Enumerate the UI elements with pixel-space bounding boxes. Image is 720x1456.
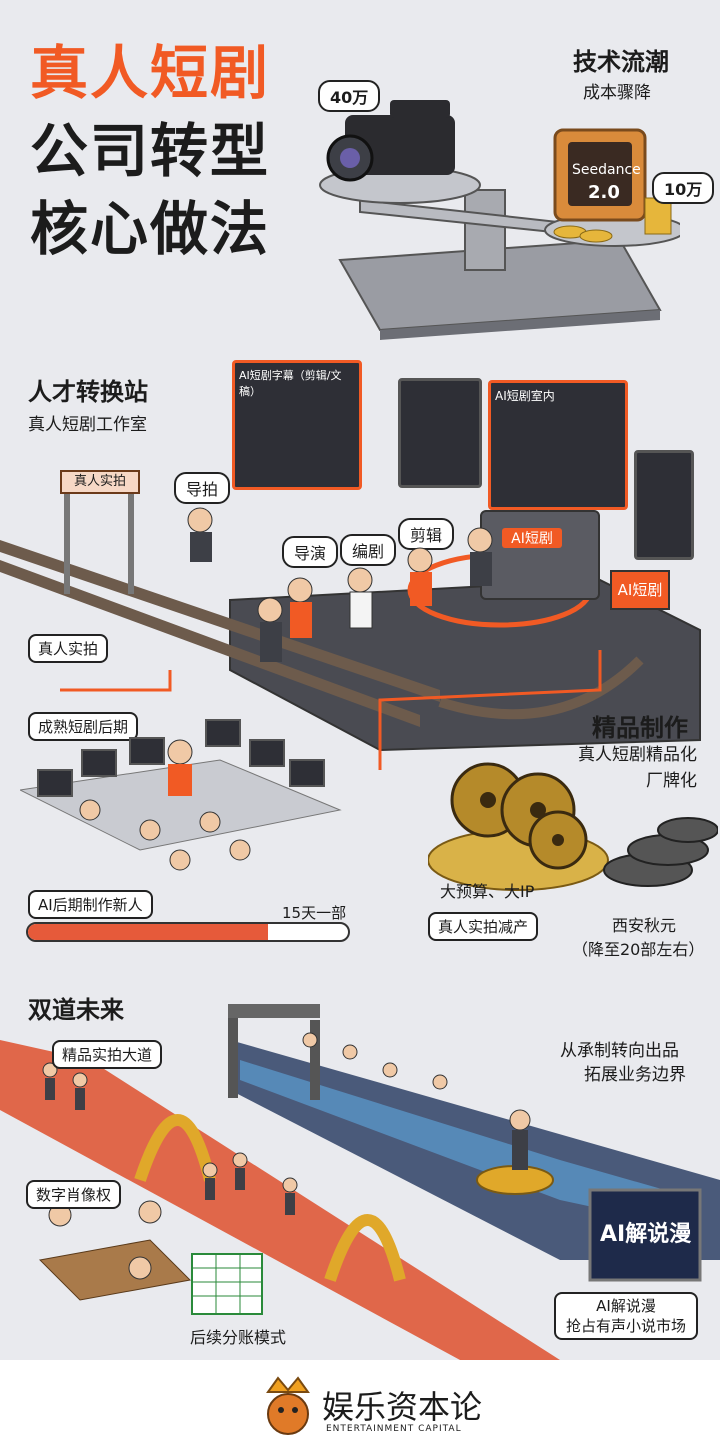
premium-sub2: 厂牌化	[646, 771, 697, 791]
crew-people	[187, 507, 493, 662]
ai-screen-1-label: AI短剧字幕（剪辑/文稿）	[239, 369, 342, 398]
footer: 娱乐资本论 ENTERTAINMENT CAPITAL	[0, 1360, 720, 1456]
studio-platform	[0, 540, 701, 770]
anime-tag-line2: 抢占有声小说市场	[565, 1317, 686, 1335]
gate-post-left	[64, 494, 70, 594]
anime-tag-line1: AI解说漫	[596, 1297, 656, 1315]
ai-cost-bubble: 10万	[652, 172, 715, 204]
talent-title: 人才转换站	[28, 378, 148, 406]
role-director-bubble: 导演	[282, 536, 339, 568]
future-right2: 拓展业务边界	[584, 1065, 686, 1085]
gate-sign: 真人实拍	[60, 470, 140, 494]
brand-name-en: ENTERTAINMENT CAPITAL	[326, 1424, 462, 1434]
brand-name: 娱乐资本论	[322, 1388, 483, 1426]
post-production-room	[20, 719, 342, 871]
console-label: AI短剧	[502, 528, 562, 548]
brand-logo-icon	[266, 1376, 310, 1435]
talent-subtitle: 真人短剧工作室	[28, 415, 147, 435]
cost-scale-illustration	[319, 100, 680, 340]
ai-screen-1: AI短剧字幕（剪辑/文稿）	[232, 360, 362, 490]
editing-console: AI短剧	[480, 510, 600, 600]
post-newcomer-tag: AI后期制作新人	[28, 890, 153, 919]
premium-big-label: 大预算、大IP	[440, 882, 535, 901]
tech-subtitle: 成本骤降	[583, 83, 651, 103]
page-title-line1: 真人短剧	[30, 39, 271, 107]
reduce-note: （降至20部左右）	[572, 940, 705, 959]
camera-cost-bubble: 40万	[318, 80, 381, 112]
dashboard-screen	[398, 378, 482, 488]
gate-post-right	[128, 494, 134, 594]
page-title-line2: 公司转型	[30, 117, 271, 185]
chip-version: 2.0	[588, 182, 620, 203]
role-editor-bubble: 剪辑	[398, 518, 455, 550]
premium-sub1: 真人短剧精品化	[578, 745, 697, 765]
progress-fill	[28, 924, 268, 940]
chart-screen	[634, 450, 694, 560]
future-right1: 从承制转向出品	[560, 1041, 679, 1061]
tech-title: 技术流潮	[573, 48, 669, 76]
page-title-line3: 核心做法	[30, 195, 271, 263]
revenue-share-label: 后续分账模式	[190, 1328, 287, 1347]
role-writer-bubble: 编剧	[340, 534, 397, 566]
role-camera-bubble: 导拍	[174, 472, 231, 504]
ai-screen-2-label: AI短剧室内	[495, 389, 555, 403]
premium-title: 精品制作	[592, 714, 688, 742]
future-title: 双道未来	[28, 996, 124, 1024]
progress-text: 15天一部	[282, 904, 347, 922]
reduce-company: 西安秋元	[612, 916, 677, 935]
anime-screen-label: AI解说漫	[600, 1222, 692, 1247]
chip-label: Seedance	[572, 162, 641, 178]
film-reels	[428, 762, 718, 891]
dual-paths-illustration	[0, 1004, 720, 1360]
ai-booth-label: AI短剧	[610, 570, 670, 610]
digital-portrait-tag: 数字肖像权	[26, 1180, 122, 1209]
premium-path-tag: 精品实拍大道	[52, 1040, 163, 1069]
anime-tag: AI解说漫 抢占有声小说市场	[554, 1292, 698, 1340]
post-label: 成熟短剧后期	[28, 712, 139, 741]
reduce-tag: 真人实拍减产	[428, 912, 539, 941]
ai-screen-2: AI短剧室内	[488, 380, 628, 510]
live-shoot-tag: 真人实拍	[28, 634, 109, 663]
production-progress-bar	[26, 922, 350, 942]
